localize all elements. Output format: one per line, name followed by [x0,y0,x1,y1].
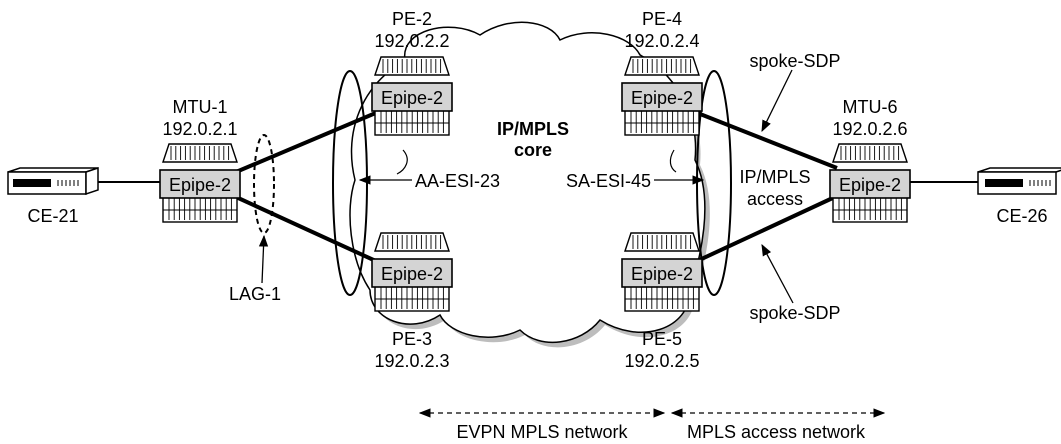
ce21-device [8,168,98,194]
ce26-label: CE-26 [996,206,1047,226]
pe4-epipe-label: Epipe-2 [631,88,693,108]
sa-esi-label: SA-ESI-45 [566,171,651,191]
mtu6-router: Epipe-2 [830,144,910,222]
pe2-name: PE-2 [392,9,432,29]
aa-esi-label: AA-ESI-23 [415,171,500,191]
mtu6-name: MTU-6 [843,97,898,117]
ce21-label: CE-21 [27,206,78,226]
spoke-sdp-bottom-label: spoke-SDP [749,303,840,323]
mtu6-ip: 192.0.2.6 [832,119,907,139]
pe3-ip: 192.0.2.3 [374,351,449,371]
access-network-label: MPLS access network [687,422,866,442]
pe3-router: Epipe-2 [372,233,452,311]
mtu1-epipe-label: Epipe-2 [169,175,231,195]
access-label-line2: access [747,189,803,209]
access-label-line1: IP/MPLS [739,167,810,187]
mtu1-router: Epipe-2 [160,144,240,222]
pe4-ip: 192.0.2.4 [624,31,699,51]
mtu1-ip: 192.0.2.1 [162,119,237,139]
pe3-name: PE-3 [392,329,432,349]
pe3-epipe-label: Epipe-2 [381,264,443,284]
ce26-device [978,168,1061,194]
pe2-epipe-label: Epipe-2 [381,88,443,108]
mtu1-name: MTU-1 [173,97,228,117]
pe5-name: PE-5 [642,329,682,349]
pe5-router: Epipe-2 [622,233,702,311]
evpn-network-label: EVPN MPLS network [456,422,628,442]
core-label-line1: IP/MPLS [497,119,569,139]
lag-ellipse [254,135,274,233]
mtu6-epipe-label: Epipe-2 [839,175,901,195]
pe2-router: Epipe-2 [372,57,452,135]
core-label-line2: core [514,140,552,160]
spoke-sdp-top-label: spoke-SDP [749,51,840,71]
lag-label: LAG-1 [229,284,281,304]
pe2-ip: 192.0.2.2 [374,31,449,51]
pe5-epipe-label: Epipe-2 [631,264,693,284]
pe4-router: Epipe-2 [622,57,702,135]
pe5-ip: 192.0.2.5 [624,351,699,371]
pe4-name: PE-4 [642,9,682,29]
